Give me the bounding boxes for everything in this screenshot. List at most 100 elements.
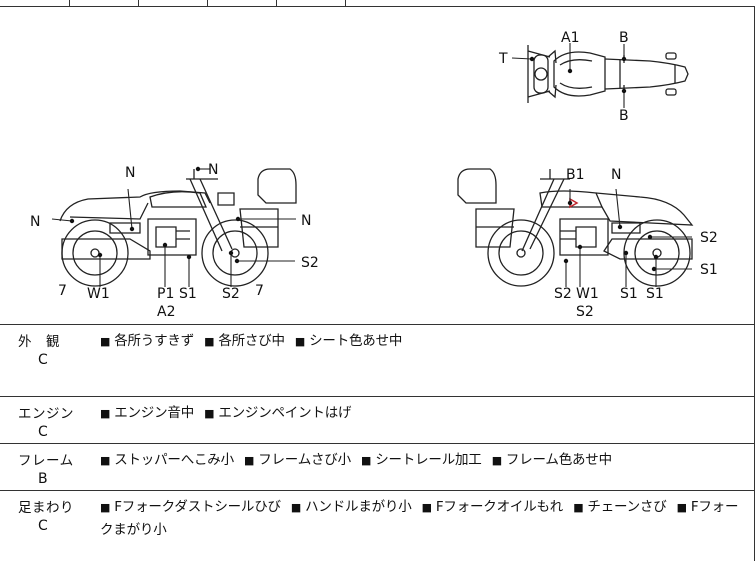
label-P1-left: P1 [157,286,174,302]
inspection-item: ■Fフォークオイルもれ [421,499,564,515]
inspection-item-text: エンジンペイントはげ [218,405,352,421]
top-view-callout-dots [529,56,627,94]
inspection-item: ■シート色あせ中 [294,333,403,349]
inspection-item: ■各所うすきず [100,333,194,349]
table-divider [207,0,208,6]
row-category: フレーム [18,453,74,469]
label-7-rear-left: 7 [58,283,67,299]
bullet-square-icon: ■ [100,335,111,348]
bullet-square-icon: ■ [290,501,302,514]
motorcycle-diagram-svg: T A1 B B N N N N 7 7 W1 P1 S1 S2 A2 S2 B… [30,30,718,320]
inspection-item-text: Fフォークオイルもれ [435,499,564,515]
label-W1-left: W1 [87,286,110,302]
right-view-callout-dots [563,200,659,272]
condition-row-frame: フレーム B ■ストッパーへこみ小 ■フレームさび小 ■シートレール加工 ■フレ… [0,444,755,491]
bullet-square-icon: ■ [100,407,111,420]
row-category: 足まわり [18,500,74,516]
inspection-item: ■シートレール加工 [361,452,482,468]
top-table-edge [0,0,755,7]
bullet-square-icon: ■ [573,501,584,514]
bullet-square-icon: ■ [361,454,372,467]
label-T: T [498,51,508,67]
label-S1-rear-right: S1 [700,262,718,278]
row-items: ■ストッパーへこみ小 ■フレームさび小 ■シートレール加工 ■フレーム色あせ中 [100,449,746,472]
inspection-item: ■フレーム色あせ中 [492,452,612,468]
bullet-square-icon: ■ [100,501,111,514]
bullet-square-icon: ■ [676,501,687,514]
inspection-item-text: Fフォークダストシールひび [114,499,281,515]
bullet-square-icon: ■ [204,407,215,420]
bullet-square-icon: ■ [244,454,255,467]
label-S1-mid-right: S1 [620,286,638,302]
condition-row-engine: エンジン C ■エンジン音中 ■エンジンペイントはげ [0,397,755,444]
inspection-item-text: 各所うすきず [114,333,195,349]
inspection-item-text: シート色あせ中 [309,333,403,349]
inspection-item-text: フレーム色あせ中 [505,452,612,468]
label-S2-front-right: S2 [554,286,572,302]
label-A1: A1 [561,30,579,46]
row-category: エンジン [18,406,74,422]
label-S1-wheel-right: S1 [646,286,664,302]
inspection-item: ■Fフォークダストシールひび [100,499,281,515]
row-grade: C [38,424,48,440]
inspection-item-text: シートレール加工 [375,452,482,468]
table-divider [276,0,277,6]
label-N-seat-left: N [125,165,135,181]
row-items: ■各所うすきず ■各所さび中 ■シート色あせ中 [100,330,746,353]
label-B-top: B [619,30,629,46]
label-S2-wheel-left: S2 [222,286,240,302]
row-grade: C [38,518,48,534]
label-S2-lower-right: S2 [576,304,594,320]
label-B1-right: B1 [566,167,585,183]
inspection-item: ■チェーンさび [573,499,667,515]
inspection-item: ■エンジン音中 [100,405,194,421]
inspection-item-text: チェーンさび [587,499,667,515]
left-view-callouts [51,168,296,287]
label-N-mirror-left: N [208,162,218,178]
inspection-item: ■フレームさび小 [244,452,351,468]
table-divider [345,0,346,6]
label-S1-left: S1 [179,286,197,302]
bullet-square-icon: ■ [421,501,432,514]
inspection-item: ■ストッパーへこみ小 [100,452,234,468]
row-items: ■Fフォークダストシールひび ■ハンドルまがり小 ■Fフォークオイルもれ ■チェ… [100,496,746,541]
left-view-callout-dots [69,166,241,264]
label-W1-right: W1 [576,286,599,302]
inspection-item-text: 各所さび中 [218,333,285,349]
motorcycle-top-view [527,45,689,103]
row-grade: B [38,471,48,487]
bullet-square-icon: ■ [491,454,502,467]
label-N-front-left: N [301,213,311,229]
diagram-labels: T A1 B B N N N N 7 7 W1 P1 S1 S2 A2 S2 B… [30,30,718,320]
label-A2-left: A2 [157,304,175,320]
label-7-front-left: 7 [255,283,264,299]
label-N-rear-left: N [30,214,40,230]
motorcycle-right-view [457,168,694,287]
inspection-item-text: ハンドルまがり小 [305,499,412,515]
row-category: 外 観 [18,334,60,350]
table-divider [69,0,70,6]
label-S2-front-left: S2 [301,255,319,271]
bullet-square-icon: ■ [100,454,111,467]
label-S2-rear-right: S2 [700,230,718,246]
condition-row-suspension: 足まわり C ■Fフォークダストシールひび ■ハンドルまがり小 ■Fフォークオイ… [0,491,755,561]
inspection-item-text: ストッパーへこみ小 [114,452,234,468]
inspection-item: ■ハンドルまがり小 [291,499,412,515]
inspection-item-text: エンジン音中 [114,405,195,421]
label-B-bottom: B [619,108,629,124]
inspection-item: ■各所さび中 [204,333,285,349]
inspection-item-text: Fフォークまがり小 [100,499,739,538]
table-divider [138,0,139,6]
inspection-item: ■エンジンペイントはげ [204,405,351,421]
inspection-item-text: フレームさび小 [258,452,351,468]
row-items: ■エンジン音中 ■エンジンペイントはげ [100,402,746,425]
row-grade: C [38,352,48,368]
right-view-callouts [565,188,692,287]
inspection-item: ■Fフォークまがり小 [100,499,738,538]
label-N-seat-right: N [611,167,621,183]
motorcycle-left-view [59,168,297,287]
damage-diagram: T A1 B B N N N N 7 7 W1 P1 S1 S2 A2 S2 B… [0,7,755,325]
bullet-square-icon: ■ [294,335,306,348]
condition-row-exterior: 外 観 C ■各所うすきず ■各所さび中 ■シート色あせ中 [0,325,755,397]
